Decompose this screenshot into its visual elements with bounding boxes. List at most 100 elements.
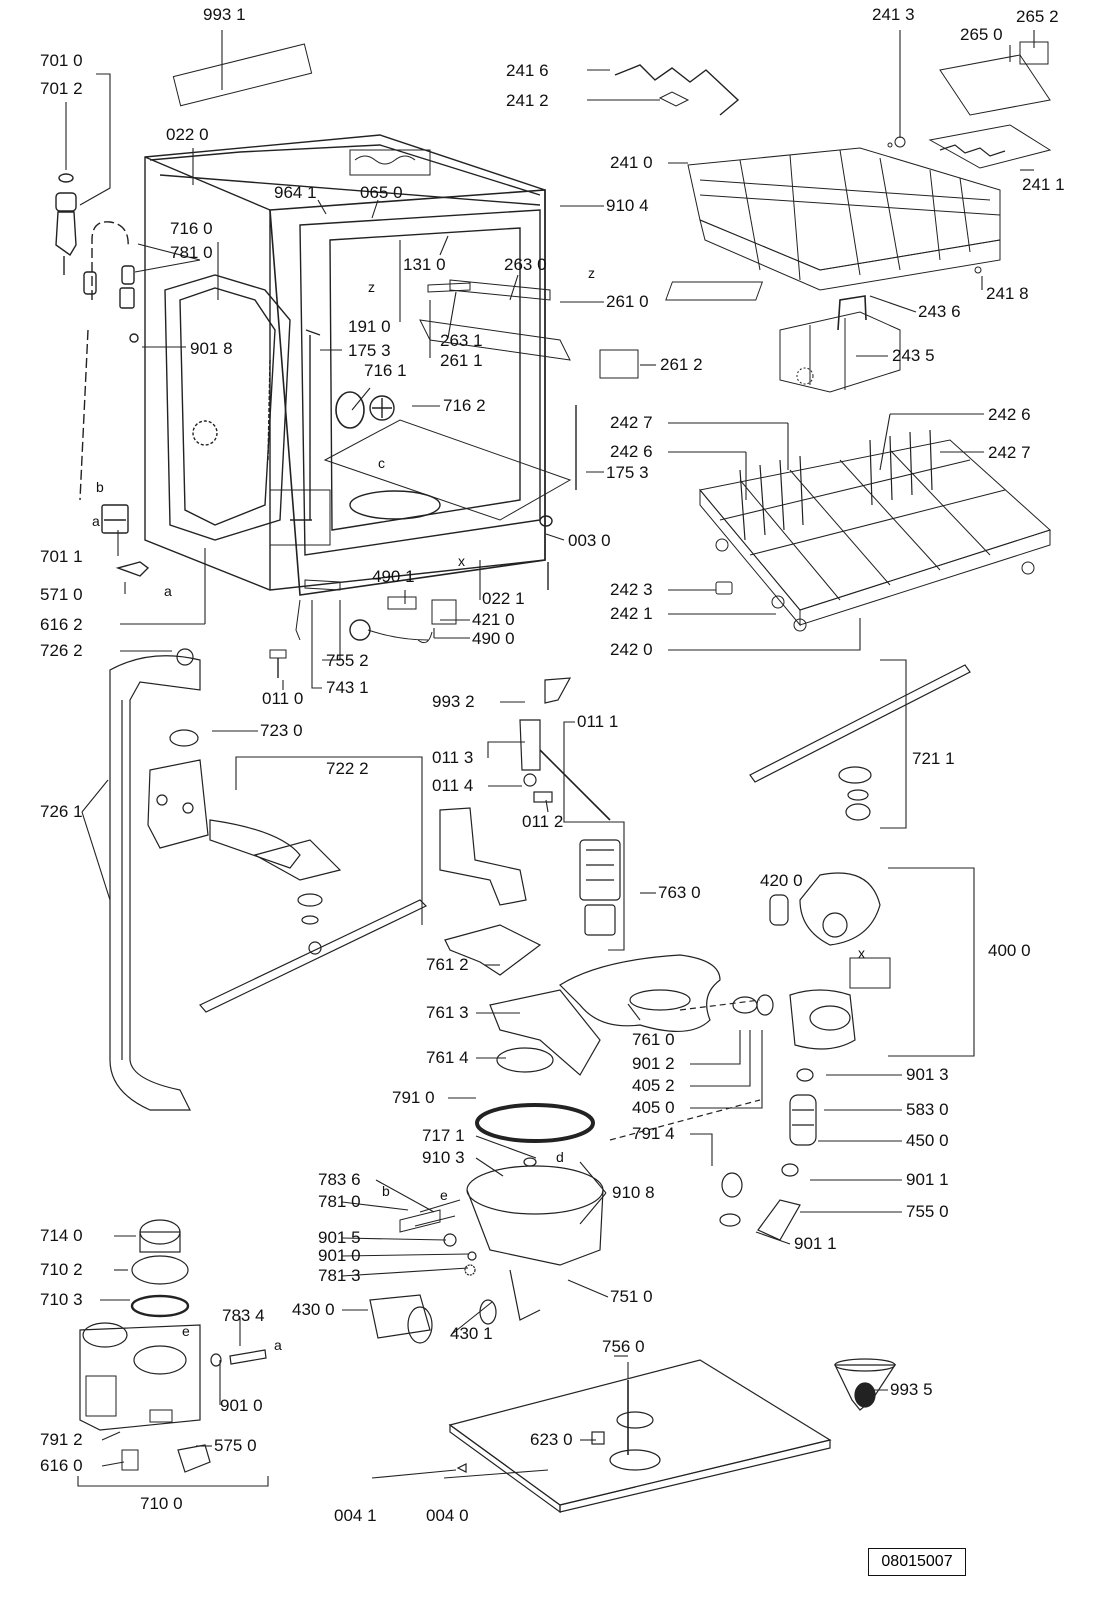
callout-label: 726 1 [40,802,83,821]
water-softener [79,1209,477,1473]
marker-b2: b [382,1183,390,1199]
marker-c1: c [378,455,385,471]
callout-label: 781 0 [170,243,213,262]
callout-label: 175 3 [606,463,649,482]
lower-basket [699,429,1051,632]
callout-label: 910 4 [606,196,649,215]
callout-label: 263 1 [440,331,483,350]
callout-label: 755 2 [326,651,369,670]
callout-label: 003 0 [568,531,611,550]
callout-label: 175 3 [348,341,391,360]
callout-label: 710 0 [140,1494,183,1513]
callout-label: 242 7 [610,413,653,432]
upper-basket [614,41,1052,393]
callout-label: 716 0 [170,219,213,238]
callout-label: 751 0 [610,1287,653,1306]
callout-label: 265 2 [1016,7,1059,26]
callout-label: 993 1 [203,5,246,24]
marker-b1: b [96,479,104,495]
marker-a3: a [274,1337,282,1353]
callout-label: 701 2 [40,79,83,98]
callout-label: 783 6 [318,1170,361,1189]
callout-label: 901 8 [190,339,233,358]
callout-label: 756 0 [602,1337,645,1356]
callout-label: 910 8 [612,1183,655,1202]
callout-label: 405 2 [632,1076,675,1095]
base-frame [448,1358,897,1514]
spray-arms-and-feed [109,648,971,1111]
callout-label: 242 7 [988,443,1031,462]
callout-label: 901 0 [220,1396,263,1415]
callout-label: 761 3 [426,1003,469,1022]
callout-label: 571 0 [40,585,83,604]
marker-x1: x [458,553,465,569]
callout-label: 241 2 [506,91,549,110]
callout-label: 430 1 [450,1324,493,1343]
tub-cabinet [144,43,639,678]
callout-label: 616 2 [40,615,83,634]
callout-label: 241 0 [610,153,653,172]
callout-label: 191 0 [348,317,391,336]
callout-label: 022 0 [166,125,209,144]
callout-label: 004 0 [426,1506,469,1525]
callout-label: 726 2 [40,641,83,660]
callout-label: 781 3 [318,1266,361,1285]
callout-label: 623 0 [530,1430,573,1449]
marker-a2: a [164,583,172,599]
callout-label: 710 2 [40,1260,83,1279]
callout-label: 701 0 [40,51,83,70]
callout-label: 743 1 [326,678,369,697]
drawing-reference-number: 08015007 [868,1548,966,1576]
callout-label: 004 1 [334,1506,377,1525]
callout-label: 901 5 [318,1228,361,1247]
callout-label: 717 1 [422,1126,465,1145]
marker-x2: x [858,945,865,961]
callout-label: 791 2 [40,1430,83,1449]
callout-label: 261 2 [660,355,703,374]
callout-label: 430 0 [292,1300,335,1319]
callout-label: 716 2 [443,396,486,415]
callout-label: 721 1 [912,749,955,768]
marker-e1: e [440,1187,448,1203]
inlet-hose [55,173,150,577]
callout-label: 011 4 [432,776,474,795]
callout-label: 241 8 [986,284,1029,303]
callout-label: 901 0 [318,1246,361,1265]
callout-label: 901 1 [906,1170,949,1189]
callout-label: 241 1 [1022,175,1065,194]
callout-label: 910 3 [422,1148,465,1167]
callout-label: 783 4 [222,1306,265,1325]
callout-label: 421 0 [472,610,515,629]
callout-label: 420 0 [760,871,803,890]
callout-label: 490 0 [472,629,515,648]
callout-label: 722 2 [326,759,369,778]
callout-label: 710 3 [40,1290,83,1309]
callout-label: 964 1 [274,183,317,202]
callout-label: 901 1 [794,1234,837,1253]
callout-label: 242 3 [610,580,653,599]
callout-label: 261 1 [440,351,483,370]
callout-label: 993 5 [890,1380,933,1399]
leader-lines [65,30,1035,1487]
callout-label: 405 0 [632,1098,675,1117]
callout-label: 755 0 [906,1202,949,1221]
callout-label: 400 0 [988,941,1031,960]
callout-label: 791 4 [632,1124,675,1143]
hose-markers: a a a b b c d e e x x z z [92,265,865,1353]
callout-label: 450 0 [906,1131,949,1150]
callout-label: 701 1 [40,547,83,566]
callout-label: 901 3 [906,1065,949,1084]
callout-label: 011 0 [262,689,304,708]
callout-label: 011 2 [522,812,564,831]
callout-label: 761 0 [632,1030,675,1049]
callout-label: 065 0 [360,183,403,202]
callout-label: 243 6 [918,302,961,321]
callout-label: 993 2 [432,692,475,711]
callout-label: 131 0 [403,255,446,274]
callout-label: 011 3 [432,748,474,767]
callout-label: 243 5 [892,346,935,365]
callout-label: 242 6 [610,442,653,461]
callout-label: 763 0 [658,883,701,902]
